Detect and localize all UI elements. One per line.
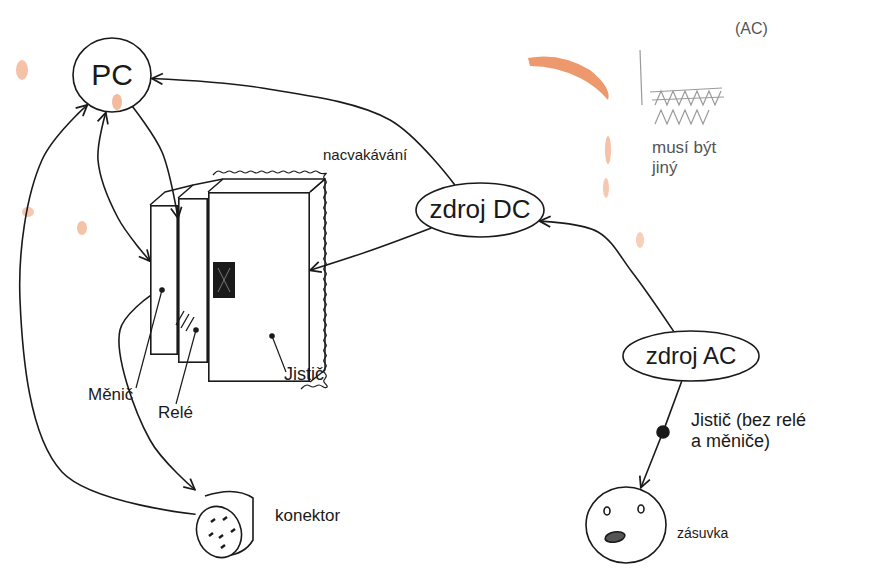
clip-enclosure-shape	[145, 168, 327, 390]
node-label: Jistič (bez relé a měniče)	[691, 410, 811, 451]
connector-arrow	[665, 382, 681, 427]
connector-plug-shape	[195, 488, 257, 560]
relay-panel: Relé	[178, 198, 208, 363]
connector-plug: konektor	[195, 488, 257, 560]
node-label: Jistič	[284, 364, 344, 385]
computer-circle: PC	[72, 37, 152, 113]
connector-arrow	[540, 221, 674, 331]
connector-plug-outline	[189, 491, 253, 564]
converter-panel-shape	[150, 205, 178, 355]
dc-supply-outline	[416, 183, 544, 237]
box-faces	[150, 179, 325, 382]
node-label: zdroj DC	[415, 182, 545, 238]
ac-supply: zdroj AC	[622, 330, 760, 382]
breaker-dot: Jistič (bez relé a měniče)	[657, 426, 669, 438]
breaker-dot-shape	[657, 426, 669, 438]
connector-arrow	[20, 105, 195, 514]
connector-arrow	[152, 78, 454, 184]
breaker-panel: Jistič	[208, 192, 310, 382]
wall-socket-outline	[586, 487, 666, 563]
node-label: nacvakávání	[323, 146, 433, 163]
connector-arrow	[641, 438, 661, 488]
ac-supply-outline	[623, 331, 759, 381]
margin-note: musí být jiný	[652, 138, 730, 177]
wall-socket: zásuvka	[585, 485, 667, 565]
wall-socket-shape	[585, 485, 667, 565]
breaker-panel-outline	[209, 193, 309, 381]
dc-supply: zdroj DC	[415, 182, 545, 238]
breaker-dot-outline	[657, 426, 669, 438]
converter-panel: Měnič	[150, 205, 178, 355]
connector-arrow	[310, 228, 431, 270]
relay-panel-shape	[178, 198, 208, 363]
clip-enclosure: nacvakáváníMěničReléJistič	[145, 168, 327, 390]
connector-arrow	[133, 107, 178, 218]
breaker-switch	[218, 268, 230, 292]
leader-line	[136, 288, 286, 404]
node-label: zdroj AC	[622, 330, 760, 382]
node-label: zásuvka	[677, 525, 767, 541]
node-label: PC	[72, 37, 152, 113]
margin-note: (AC)	[735, 20, 795, 38]
crossed-out-note	[640, 50, 724, 124]
computer-circle-outline	[73, 38, 151, 112]
node-label: Měnič	[88, 385, 148, 405]
connector-arrow	[98, 113, 150, 262]
breaker-panel-shape	[208, 192, 310, 382]
relay-panel-outline	[179, 199, 207, 362]
node-label: konektor	[275, 506, 375, 526]
breaker-switch	[213, 262, 235, 298]
node-label: Relé	[158, 403, 208, 423]
converter-panel-outline	[151, 206, 177, 354]
connector-arrow	[119, 296, 195, 490]
clip-enclosure-outline	[213, 171, 327, 389]
